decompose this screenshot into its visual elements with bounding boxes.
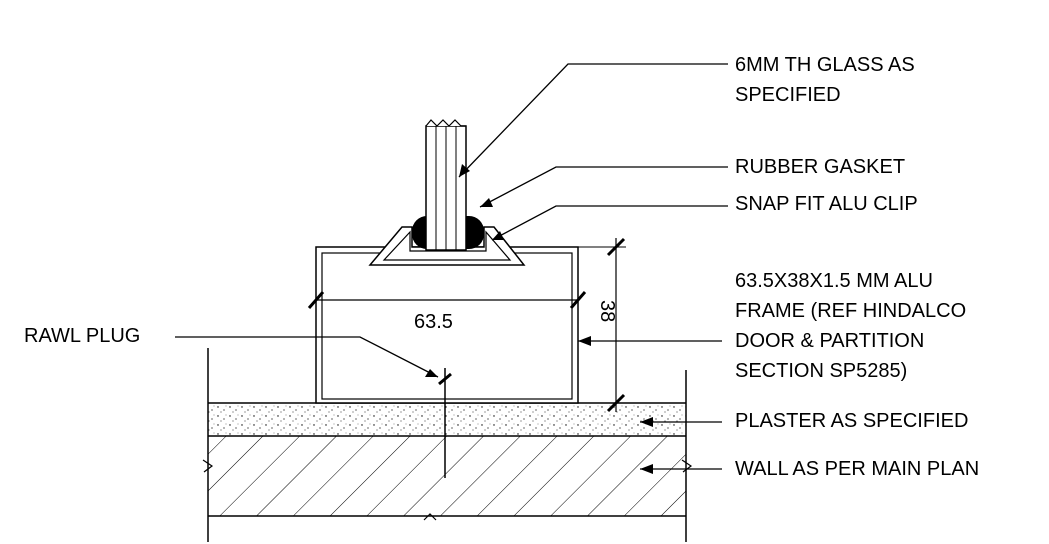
arrow-frame [578,336,591,346]
arrow-clip [492,231,504,240]
glass-panel [425,119,467,251]
arrowheads [425,164,653,474]
label-frame-line2: FRAME (REF HINDALCO [735,300,967,322]
label-glass-line2: SPECIFIED [735,84,841,106]
label-frame-line1: 63.5X38X1.5 MM ALU [735,270,933,292]
leader-glass [458,63,728,178]
label-plaster: PLASTER AS SPECIFIED [735,410,969,432]
wall [202,348,693,542]
label-rawl-plug: RAWL PLUG [24,325,141,347]
arrow-gasket [480,198,493,207]
snap-fit-clip [368,226,526,266]
dimension-width [307,291,587,309]
leaders [175,63,728,470]
arrow-rawl [425,369,438,377]
dimension-height-label: 38 [596,300,618,323]
label-frame-line3: DOOR & PARTITION [735,330,925,352]
label-glass-line1: 6MM TH GLASS AS [735,54,915,76]
leader-clip [491,205,728,241]
dimension-width-label: 63.5 [414,311,453,333]
label-frame-line4: SECTION SP5285) [735,360,908,382]
leader-gasket [479,166,728,208]
arrow-plaster [640,417,653,427]
arrow-wall [640,464,653,474]
rawl-plug [438,368,452,478]
label-wall: WALL AS PER MAIN PLAN [735,458,980,480]
dimension-height [578,237,626,413]
plaster-layer [208,402,686,436]
label-gasket: RUBBER GASKET [735,156,906,178]
arrow-glass [459,164,470,177]
label-clip: SNAP FIT ALU CLIP [735,193,918,215]
leader-rawl [175,336,439,378]
